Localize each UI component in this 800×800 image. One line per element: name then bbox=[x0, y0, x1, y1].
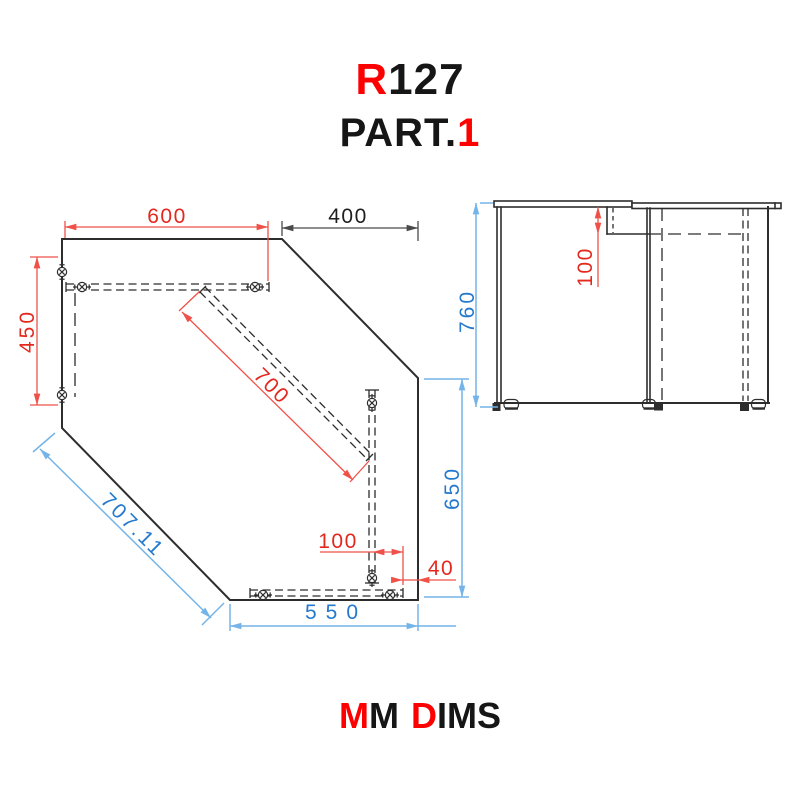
dim-100-plan: 100 bbox=[318, 530, 404, 585]
dim-760: 760 bbox=[456, 202, 498, 408]
dim-label-600: 600 bbox=[147, 205, 187, 228]
side-view: 760 100 bbox=[456, 200, 782, 411]
dim-label-450: 450 bbox=[16, 309, 39, 353]
dim-600: 600 bbox=[64, 205, 269, 281]
dim-label-650: 650 bbox=[441, 466, 464, 510]
page-title-model: R127 bbox=[355, 55, 464, 104]
dim-label-40: 40 bbox=[428, 557, 454, 580]
dim-40: 40 bbox=[391, 557, 456, 584]
dim-label-400: 400 bbox=[328, 205, 368, 228]
bottom-rail-hidden bbox=[249, 588, 404, 598]
dim-450: 450 bbox=[16, 256, 58, 406]
desktop-outline bbox=[61, 238, 419, 601]
plan-view: 600 400 450 700 100 bbox=[16, 205, 469, 631]
dim-550: 550 bbox=[229, 601, 456, 631]
part-number: 1 bbox=[457, 111, 480, 155]
dim-label-550: 550 bbox=[305, 601, 367, 624]
dim-100-side: 100 bbox=[574, 206, 602, 287]
desk-top-board bbox=[631, 202, 782, 210]
foot-glide bbox=[740, 398, 767, 411]
units-m-accent: M bbox=[339, 695, 369, 736]
dim-400: 400 bbox=[281, 205, 419, 241]
back-panel bbox=[606, 206, 744, 235]
desk-top-board bbox=[493, 200, 633, 208]
dim-label-100-side: 100 bbox=[574, 247, 597, 287]
middle-leg bbox=[646, 207, 663, 403]
model-number: 127 bbox=[388, 55, 464, 104]
right-leg bbox=[742, 206, 769, 404]
part-word: PART. bbox=[340, 111, 458, 155]
dims-rest: IMS bbox=[437, 695, 501, 736]
dim-label-760: 760 bbox=[456, 289, 479, 333]
top-rail-hidden bbox=[65, 282, 270, 292]
dims-d-accent: D bbox=[411, 695, 437, 736]
left-leg bbox=[496, 206, 502, 404]
page-title-part: PART.1 bbox=[340, 111, 481, 155]
dim-650: 650 bbox=[424, 378, 469, 598]
dim-label-100-plan: 100 bbox=[318, 530, 358, 553]
model-prefix: R bbox=[355, 55, 388, 104]
units-m-rest: M bbox=[369, 695, 399, 736]
foot-glide bbox=[641, 398, 663, 411]
